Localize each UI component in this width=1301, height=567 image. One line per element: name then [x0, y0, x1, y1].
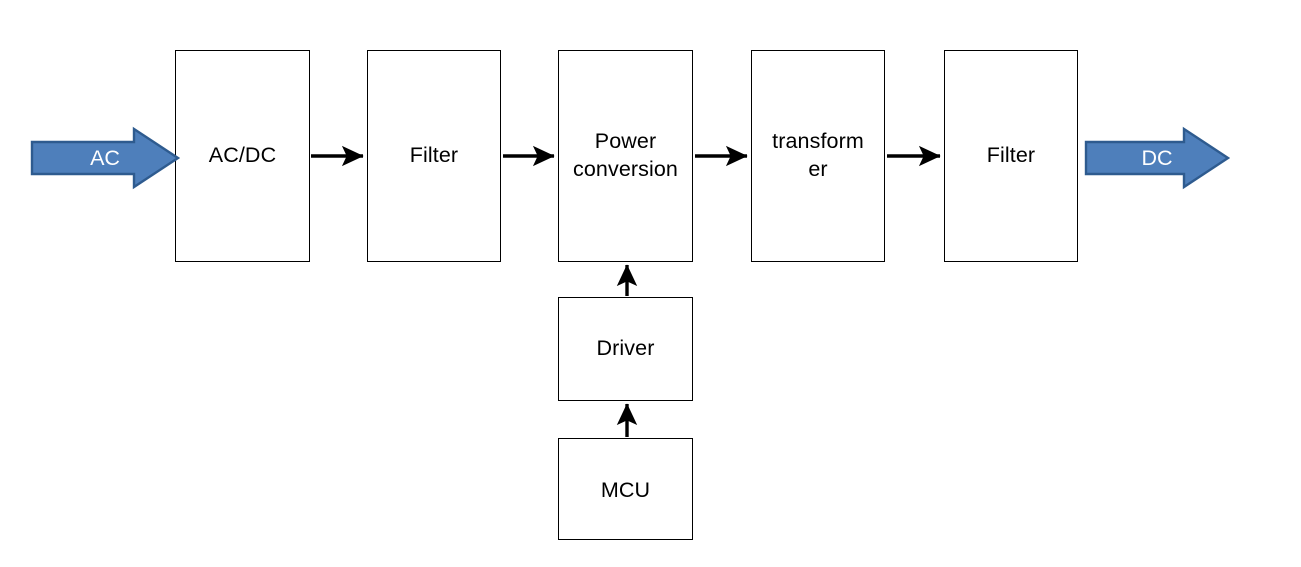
- block-filter-input-label: Filter: [409, 143, 459, 168]
- output-arrow-dc[interactable]: DC: [1084, 126, 1231, 190]
- block-power-conversion[interactable]: Power conversion: [558, 50, 693, 262]
- right-arrow-icon: [1084, 126, 1231, 190]
- input-arrow-ac[interactable]: AC: [30, 126, 181, 190]
- block-ac-dc[interactable]: AC/DC: [175, 50, 310, 262]
- block-filter-output-label: Filter: [986, 143, 1036, 168]
- block-transformer[interactable]: transform er: [751, 50, 885, 262]
- block-mcu-label: MCU: [600, 478, 651, 503]
- right-arrow-icon: [30, 126, 181, 190]
- block-ac-dc-label: AC/DC: [208, 143, 277, 168]
- block-power-conversion-label: Power conversion: [573, 129, 678, 181]
- block-transformer-label: transform er: [772, 129, 864, 181]
- block-mcu[interactable]: MCU: [558, 438, 693, 540]
- block-filter-input[interactable]: Filter: [367, 50, 501, 262]
- block-driver[interactable]: Driver: [558, 297, 693, 401]
- block-driver-label: Driver: [596, 336, 655, 361]
- block-filter-output[interactable]: Filter: [944, 50, 1078, 262]
